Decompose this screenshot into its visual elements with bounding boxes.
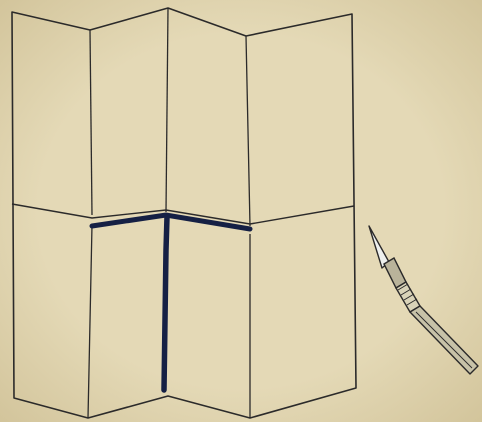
cut-line-vertical [164,217,167,390]
